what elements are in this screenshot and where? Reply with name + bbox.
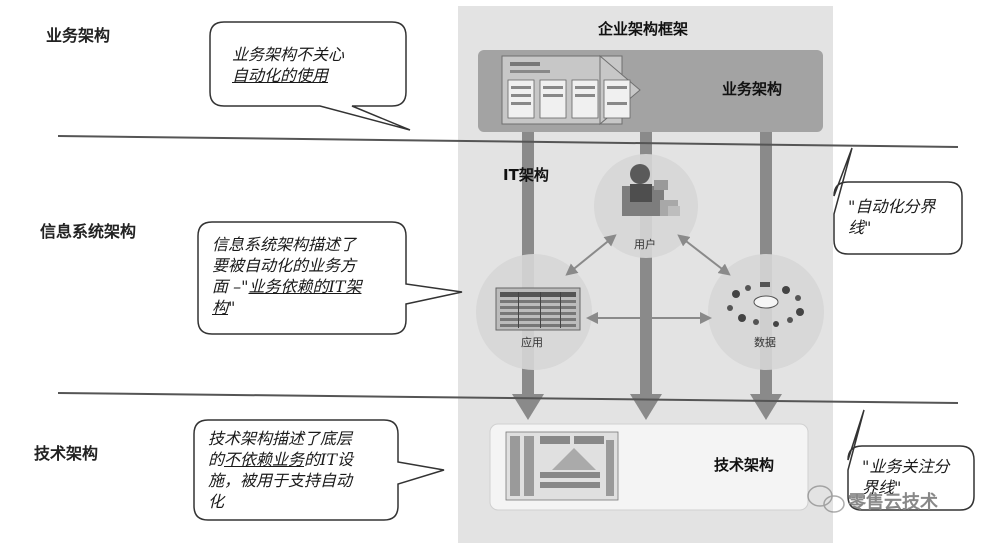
data-cluster-icon	[727, 282, 804, 327]
section-label-technology: 技术架构	[34, 444, 99, 463]
bubble-info-line4: 构"	[212, 297, 361, 318]
section-label-info-system: 信息系统架构	[40, 222, 137, 241]
bubble-info-line3-underlined: 业务依赖的IT架	[248, 277, 362, 296]
user-icon	[622, 164, 680, 216]
bubble-info-line2: 要被自动化的业务方	[212, 256, 357, 275]
bubble-info-line3-pre: 面 –"	[212, 277, 249, 296]
bubble-tech-line2: 的不依赖业务的IT设	[208, 449, 353, 470]
bubble-tech-line1: 技术架构描述了底层	[208, 429, 353, 448]
it-layer-label: IT架构	[503, 166, 549, 184]
wechat-logo-icon	[807, 485, 845, 513]
bubble-business-shape	[209, 21, 411, 131]
framework-title: 企业架构框架	[598, 20, 689, 38]
bubble-tech-line3: 施，被用于支持自动	[208, 471, 353, 490]
bubble-business-line2: 自动化的使用	[232, 66, 329, 85]
infrastructure-thumbnail	[505, 431, 619, 501]
data-node-circle	[708, 254, 824, 370]
arrowhead-left	[512, 394, 544, 420]
application-node-label: 应用	[521, 336, 543, 349]
bubble-info-line4-underlined: 构	[212, 298, 229, 317]
bubble-tech-line2-underlined: 不依赖业务	[224, 450, 305, 469]
bubble-auto-boundary-text: "自动化分界 线"	[848, 196, 935, 238]
bubble-info-line1: 信息系统架构描述了	[212, 235, 357, 254]
watermark-text: 零售云技术	[848, 492, 938, 513]
bubble-info-line4-post: "	[228, 298, 236, 317]
bubble-biz-boundary-line1: "业务关注分	[862, 457, 950, 476]
data-node-label: 数据	[754, 336, 776, 349]
user-node-label: 用户	[634, 238, 656, 251]
bubble-biz-boundary-line2: 界线"	[862, 478, 902, 497]
bubble-technology-shape	[193, 419, 445, 521]
bubble-tech-line4: 化	[208, 492, 225, 511]
bubble-technology-text: 技术架构描述了底层 的不依赖业务的IT设 施，被用于支持自动 化	[208, 428, 353, 512]
arrow-user-data	[677, 234, 731, 276]
bubble-info-line3: 面 –"业务依赖的IT架	[212, 276, 361, 297]
technology-layer-label: 技术架构	[714, 456, 775, 474]
bubble-info-shape	[197, 221, 463, 335]
bubble-auto-line2: 线"	[848, 218, 872, 237]
bubble-auto-line1: "自动化分界	[848, 197, 936, 216]
business-process-thumbnail	[501, 54, 641, 126]
bubble-auto-boundary-shape	[833, 147, 963, 255]
business-layer-label: 业务架构	[722, 80, 783, 98]
application-screen-icon	[495, 287, 581, 331]
section-label-business: 业务架构	[46, 26, 111, 45]
bubble-tech-line2-pre: 的	[208, 450, 225, 469]
bubble-business-line1: 业务架构不关心	[232, 45, 345, 64]
bubble-business-boundary-text: "业务关注分 界线"	[862, 456, 949, 498]
arrow-user-application	[565, 234, 617, 276]
business-concern-boundary-line	[57, 392, 959, 404]
bubble-business-boundary-shape	[847, 409, 975, 511]
bubble-business-text: 业务架构不关心 自动化的使用	[232, 44, 344, 86]
bubble-tech-line2-post: 的IT设	[304, 450, 354, 469]
bubble-info-text: 信息系统架构描述了 要被自动化的业务方 面 –"业务依赖的IT架 构"	[212, 234, 361, 318]
automation-boundary-line	[57, 135, 959, 148]
